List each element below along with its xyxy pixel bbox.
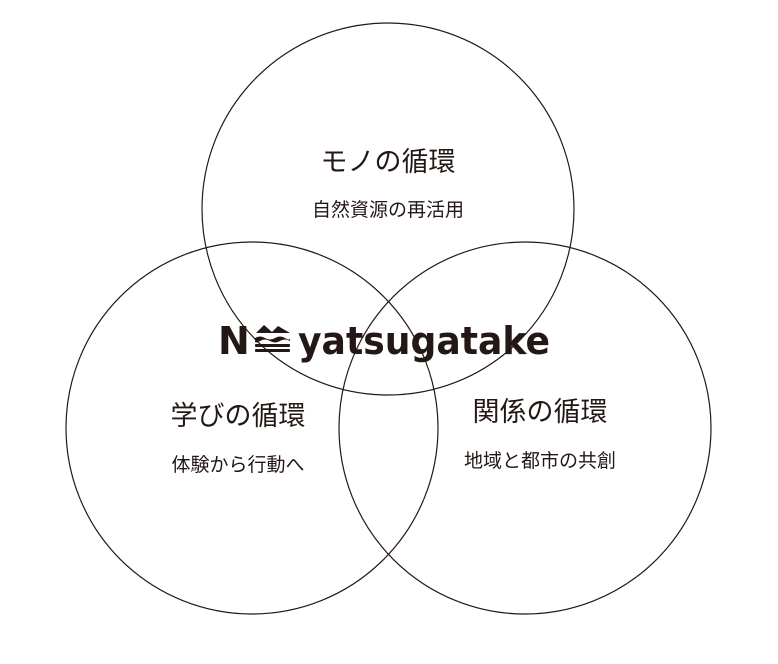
manabi-title: 学びの循環: [171, 401, 306, 432]
logo: N yatsugatake: [218, 319, 550, 363]
circle-manabi: [65, 241, 439, 615]
circle-mono: [201, 22, 575, 396]
manabi-subtitle: 体験から行動へ: [171, 454, 304, 476]
circle-kankei: [338, 241, 712, 615]
kankei-subtitle: 地域と都市の共創: [464, 450, 616, 472]
mono-title: モノの循環: [321, 147, 456, 178]
logo-letter: N: [218, 319, 250, 363]
mono-subtitle: 自然資源の再活用: [312, 199, 464, 221]
mountain-waves-icon: [255, 325, 290, 352]
logo-wordmark: yatsugatake: [298, 319, 550, 363]
kankei-title: 関係の循環: [473, 397, 608, 428]
